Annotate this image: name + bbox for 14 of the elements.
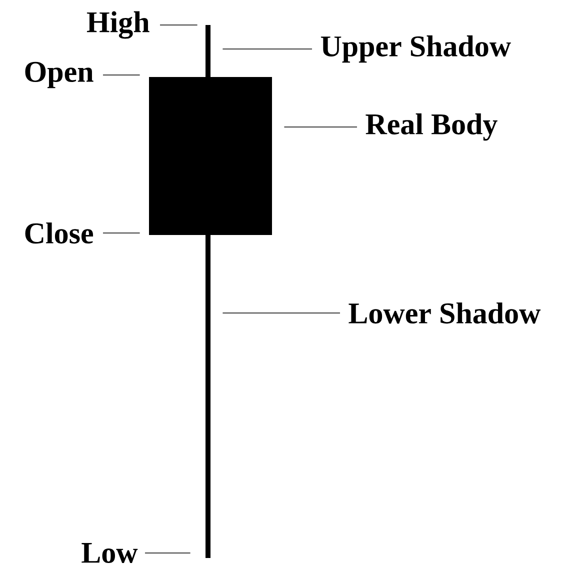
leader-line: [144, 552, 191, 554]
leader-line: [160, 24, 198, 26]
label-text: Lower Shadow: [348, 302, 541, 324]
leader-line: [102, 74, 140, 76]
label-text: Real Body: [366, 113, 498, 141]
label-text: Low: [82, 543, 138, 563]
leader-line: [222, 312, 340, 314]
label-text: Close: [25, 222, 94, 244]
label-text: Upper Shadow: [320, 35, 511, 63]
leader-line: [102, 232, 140, 234]
label-text: Open: [25, 62, 94, 88]
leader-line: [284, 126, 358, 128]
leader-line: [222, 48, 312, 50]
label-text: High: [86, 11, 150, 39]
